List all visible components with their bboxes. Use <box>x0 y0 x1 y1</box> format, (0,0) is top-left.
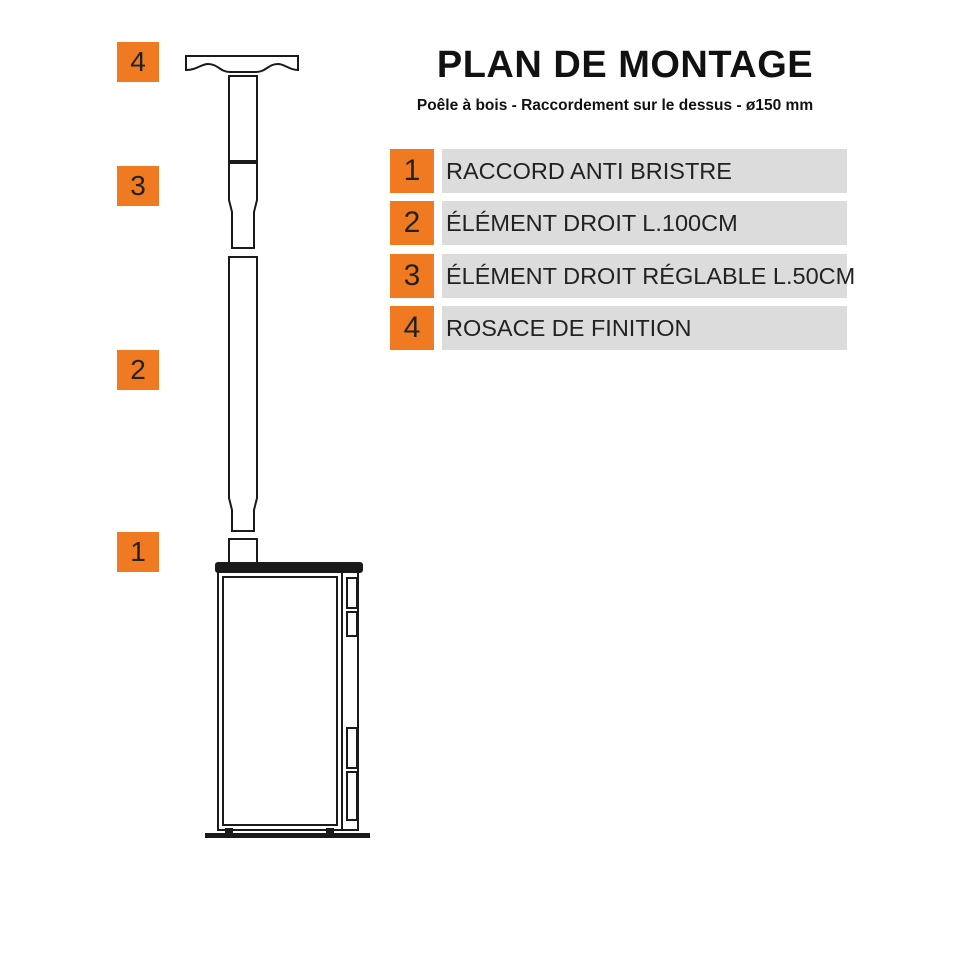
legend-item-rosace: 4 ROSACE DE FINITION <box>390 306 847 350</box>
page-subtitle: Poêle à bois - Raccordement sur le dessu… <box>416 97 814 114</box>
legend-item-element-droit: 2 ÉLÉMENT DROIT L.100CM <box>390 201 847 245</box>
stove-body <box>205 562 370 838</box>
marker-4: 4 <box>117 42 159 82</box>
marker-2: 2 <box>117 350 159 390</box>
legend-number-badge: 3 <box>390 254 434 298</box>
legend-number-badge: 4 <box>390 306 434 350</box>
element-droit-part <box>228 256 258 532</box>
legend-label: RACCORD ANTI BRISTRE <box>442 149 847 193</box>
legend-item-raccord: 1 RACCORD ANTI BRISTRE <box>390 149 847 193</box>
legend-label: ROSACE DE FINITION <box>442 306 847 350</box>
legend-number-badge: 1 <box>390 149 434 193</box>
page-title: PLAN DE MONTAGE <box>436 44 814 86</box>
legend-item-element-reglable: 3 ÉLÉMENT DROIT RÉGLABLE L.50CM <box>390 254 855 298</box>
marker-1: 1 <box>117 532 159 572</box>
legend-label: ÉLÉMENT DROIT RÉGLABLE L.50CM <box>442 254 855 298</box>
element-droit-reglable-part <box>228 75 258 249</box>
legend-number-badge: 2 <box>390 201 434 245</box>
legend-label: ÉLÉMENT DROIT L.100CM <box>442 201 847 245</box>
marker-3: 3 <box>117 166 159 206</box>
raccord-anti-bistre-part <box>228 538 258 564</box>
rosace-de-finition-part <box>185 55 299 73</box>
